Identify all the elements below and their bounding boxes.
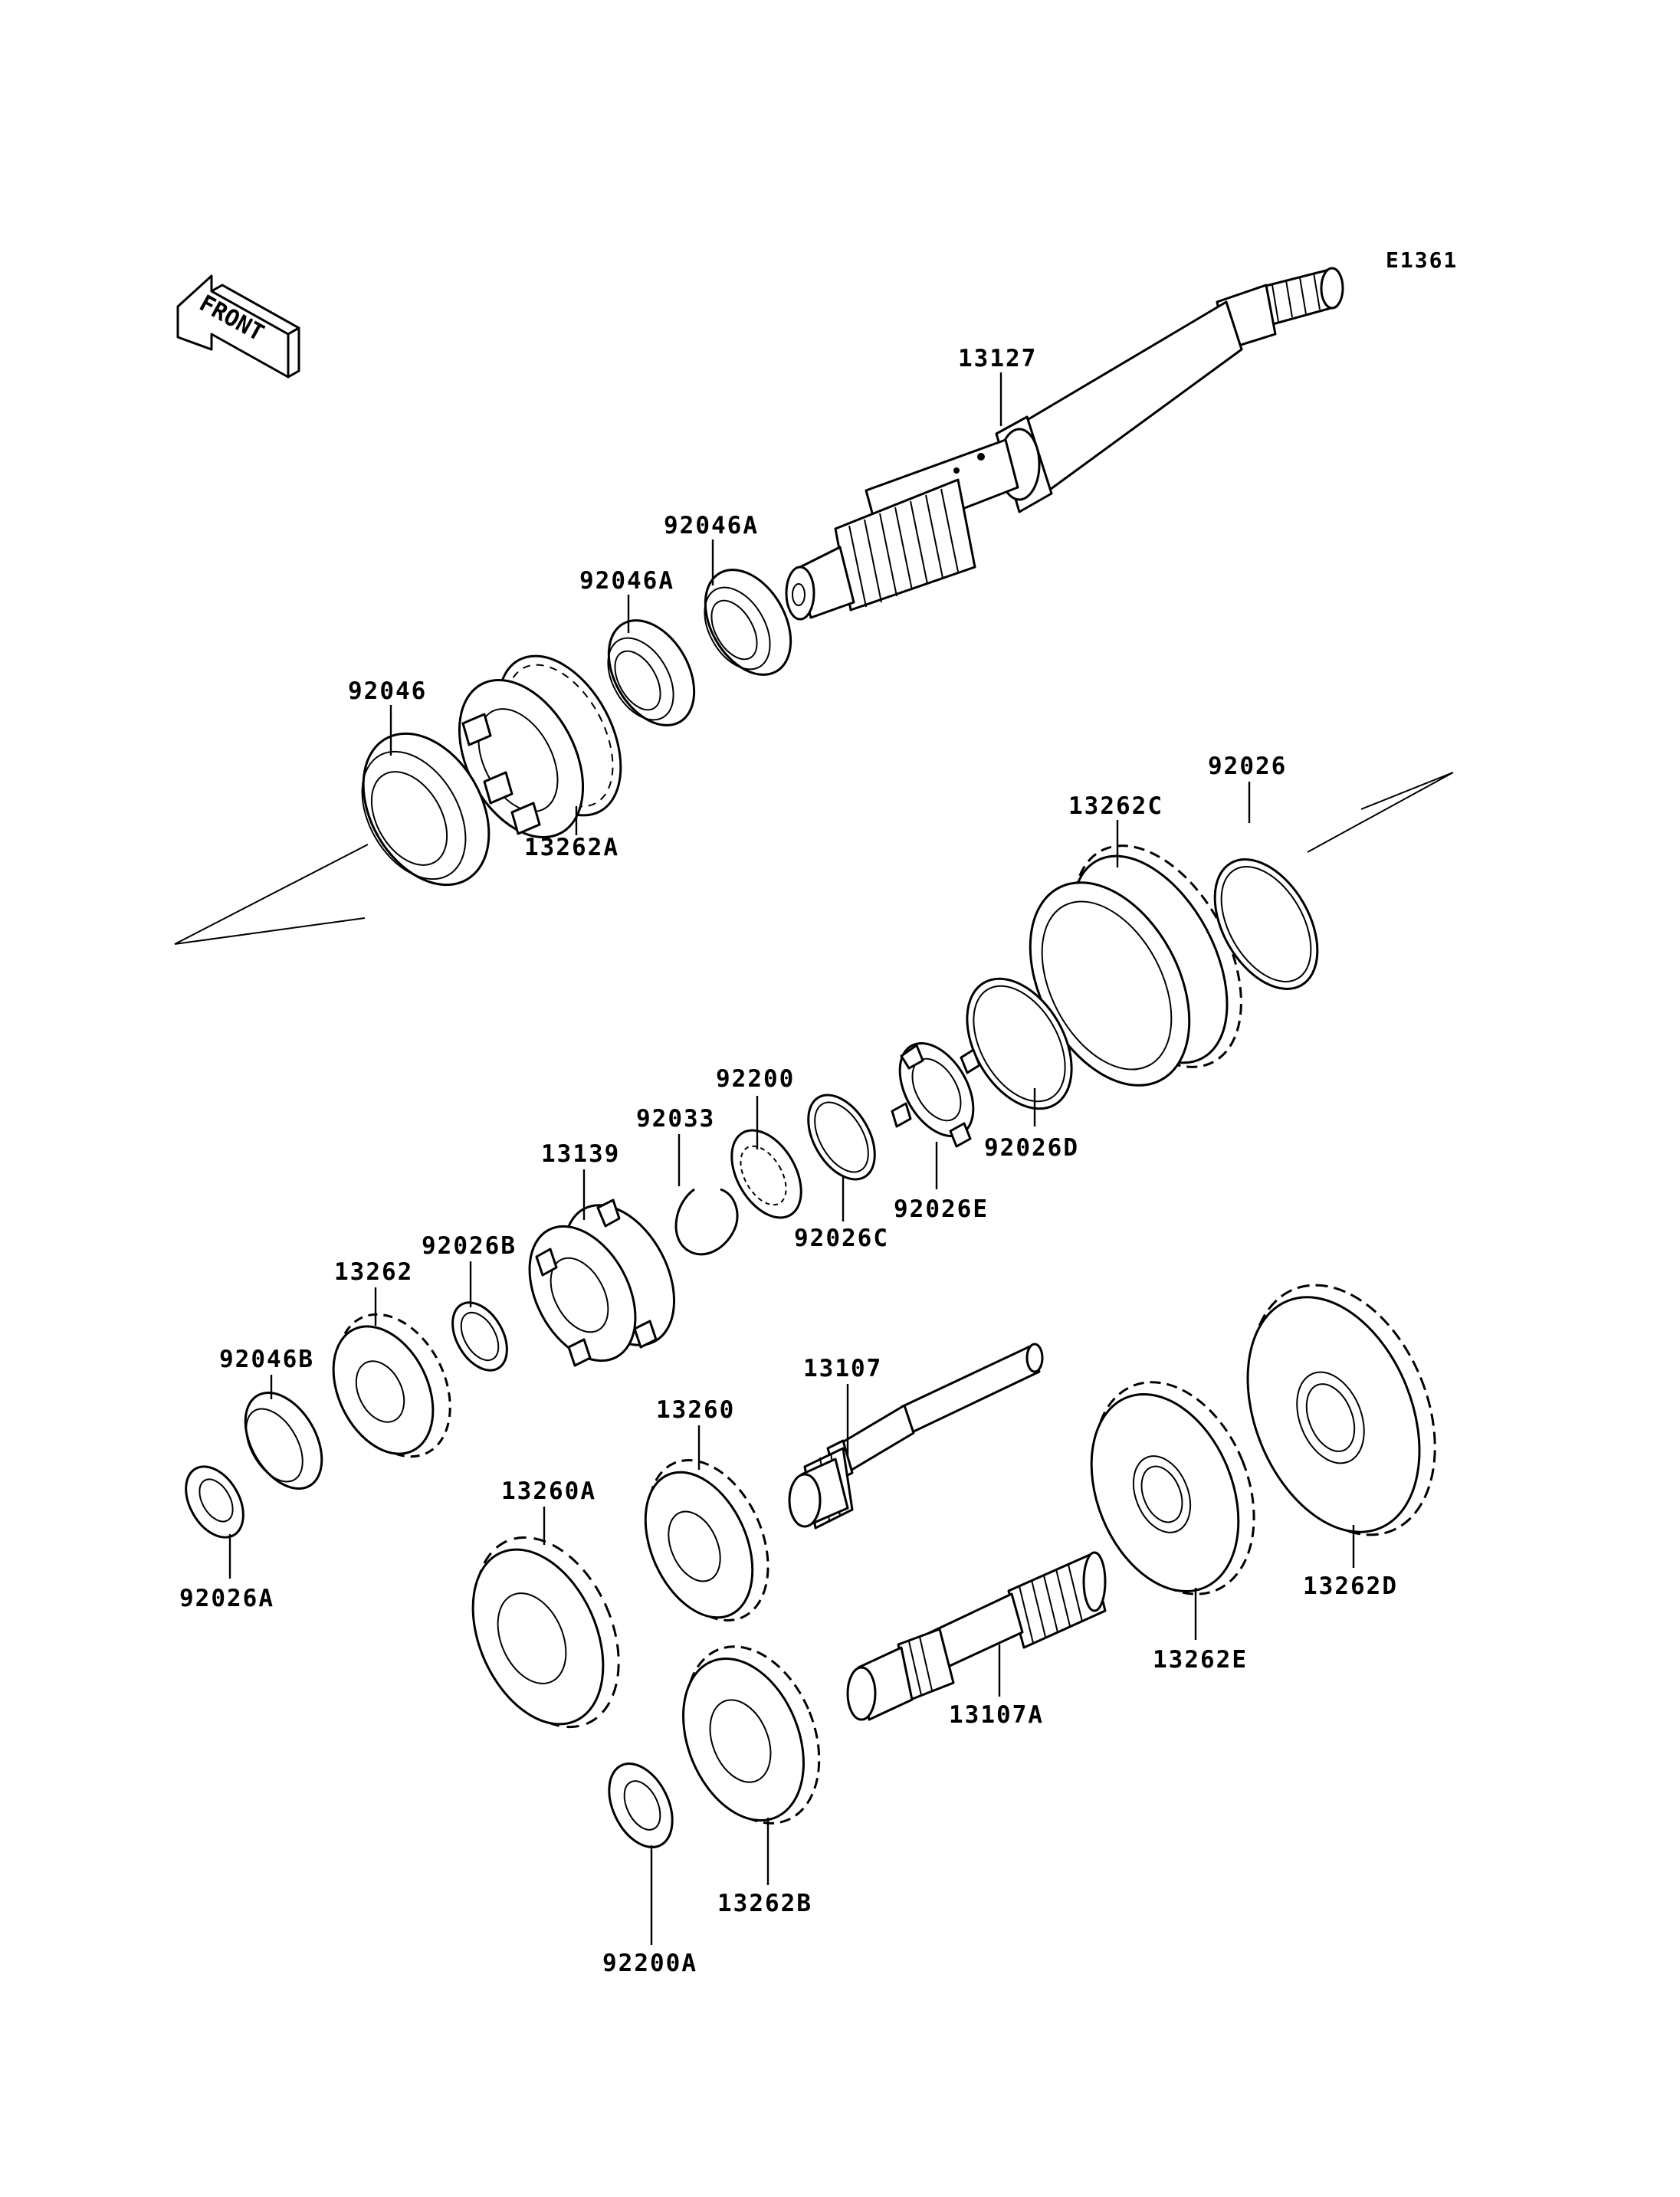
gear-13262A [458,654,622,839]
shaft-13107A [846,1551,1107,1721]
shifter-gear-13139 [528,1199,676,1367]
circlip-92026 [1213,858,1319,990]
label-92033: 92033 [636,1105,715,1133]
label-13260A: 13260A [501,1477,596,1505]
main-shaft-13127 [785,267,1344,621]
washer-92200 [730,1129,802,1219]
label-92200A: 92200A [602,1949,697,1977]
bearing-92046B [244,1391,323,1490]
label-13262D: 13262D [1303,1572,1398,1600]
label-92026A: 92026A [179,1585,274,1612]
washer-92026A [185,1465,244,1539]
label-13262E: 13262E [1153,1646,1248,1674]
label-92046: 92046 [348,677,427,705]
label-92046A-right: 92046A [664,512,759,539]
label-13262A: 13262A [524,834,619,861]
gear-13262 [332,1313,451,1458]
label-13139: 13139 [541,1140,620,1168]
gear-13262C [1029,844,1242,1087]
needle-bearing-92046A-right [704,569,792,676]
label-92026D: 92026D [984,1134,1079,1162]
label-13262B: 13262B [717,1890,812,1917]
circlip-92033 [674,1188,739,1256]
part-labels: 13127 92046A 92046A 92046 13262A 92026 1… [179,345,1398,1977]
bearing-92046 [361,732,491,887]
label-92200: 92200 [716,1065,795,1093]
label-13107: 13107 [803,1355,882,1382]
label-92026C: 92026C [794,1225,889,1252]
washer-92200A [608,1763,674,1848]
axis-guide-lines [174,772,1454,945]
washer-92026B [451,1301,508,1372]
label-13260: 13260 [656,1396,735,1424]
label-13107A: 13107A [949,1701,1044,1729]
gear-13260 [644,1459,769,1622]
label-92046A-left: 92046A [579,567,674,595]
label-13262: 13262 [334,1258,413,1286]
label-13127: 13127 [958,345,1037,372]
label-92026: 92026 [1208,753,1287,780]
needle-bearing-92046A-left [607,619,696,726]
label-13262C: 13262C [1068,792,1163,820]
diagram-code: E1361 [1386,248,1458,273]
leader-lines [228,372,1355,1945]
gear-13262D [1246,1284,1436,1536]
label-92026B: 92026B [422,1232,517,1260]
shaft-13107 [788,1343,1044,1530]
front-arrow-icon: FRONT [176,274,300,379]
label-92026E: 92026E [894,1195,989,1223]
gear-13262E [1090,1381,1255,1595]
washer-92026C [807,1094,876,1181]
gear-13262B [682,1645,821,1825]
circlip-92026D [966,977,1073,1110]
lockwasher-92026E [891,1041,981,1148]
gear-13260A [471,1536,620,1729]
label-92046B: 92046B [219,1346,314,1373]
